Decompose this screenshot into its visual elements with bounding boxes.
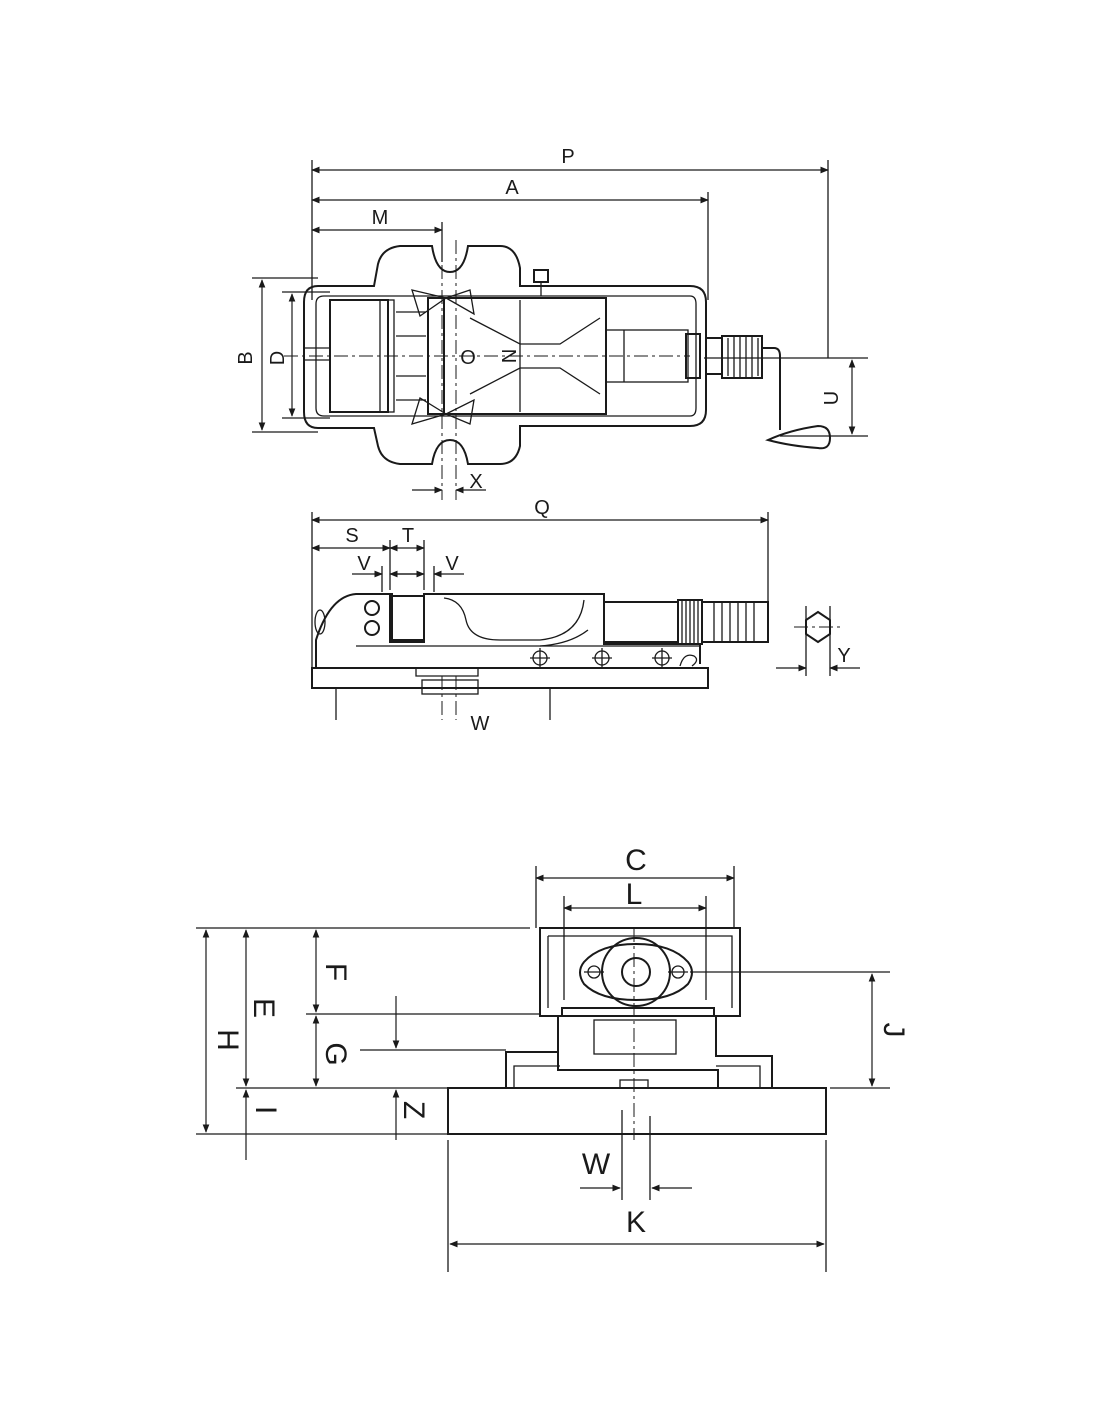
label-g: G xyxy=(319,1042,352,1065)
label-w-end: W xyxy=(582,1148,611,1181)
label-x: X xyxy=(469,471,482,493)
label-i: I xyxy=(249,1106,282,1114)
end-view: C L F E H G I Z J W K xyxy=(196,844,910,1272)
label-n: N xyxy=(497,349,519,363)
label-v-right: V xyxy=(445,553,459,575)
top-view: P A M B D O N U X xyxy=(235,146,868,500)
label-f: F xyxy=(319,963,352,981)
label-y: Y xyxy=(837,645,850,667)
label-z: Z xyxy=(397,1101,430,1119)
label-w-side: W xyxy=(471,713,490,735)
label-v-left: V xyxy=(357,553,371,575)
label-a: A xyxy=(505,177,519,199)
label-o: O xyxy=(460,347,476,369)
label-m: M xyxy=(372,207,389,229)
side-view: Q S T V V Y W xyxy=(311,497,860,735)
label-p: P xyxy=(561,146,574,168)
label-h: H xyxy=(211,1029,244,1051)
label-k: K xyxy=(626,1206,646,1239)
label-u: U xyxy=(821,391,843,405)
label-t: T xyxy=(402,525,414,547)
label-l: L xyxy=(626,878,643,911)
label-b: B xyxy=(235,351,257,364)
label-j: J xyxy=(877,1023,910,1038)
label-s: S xyxy=(345,525,358,547)
label-c: C xyxy=(625,844,647,877)
label-d: D xyxy=(267,351,289,365)
label-e: E xyxy=(247,998,280,1018)
label-q: Q xyxy=(534,497,550,519)
